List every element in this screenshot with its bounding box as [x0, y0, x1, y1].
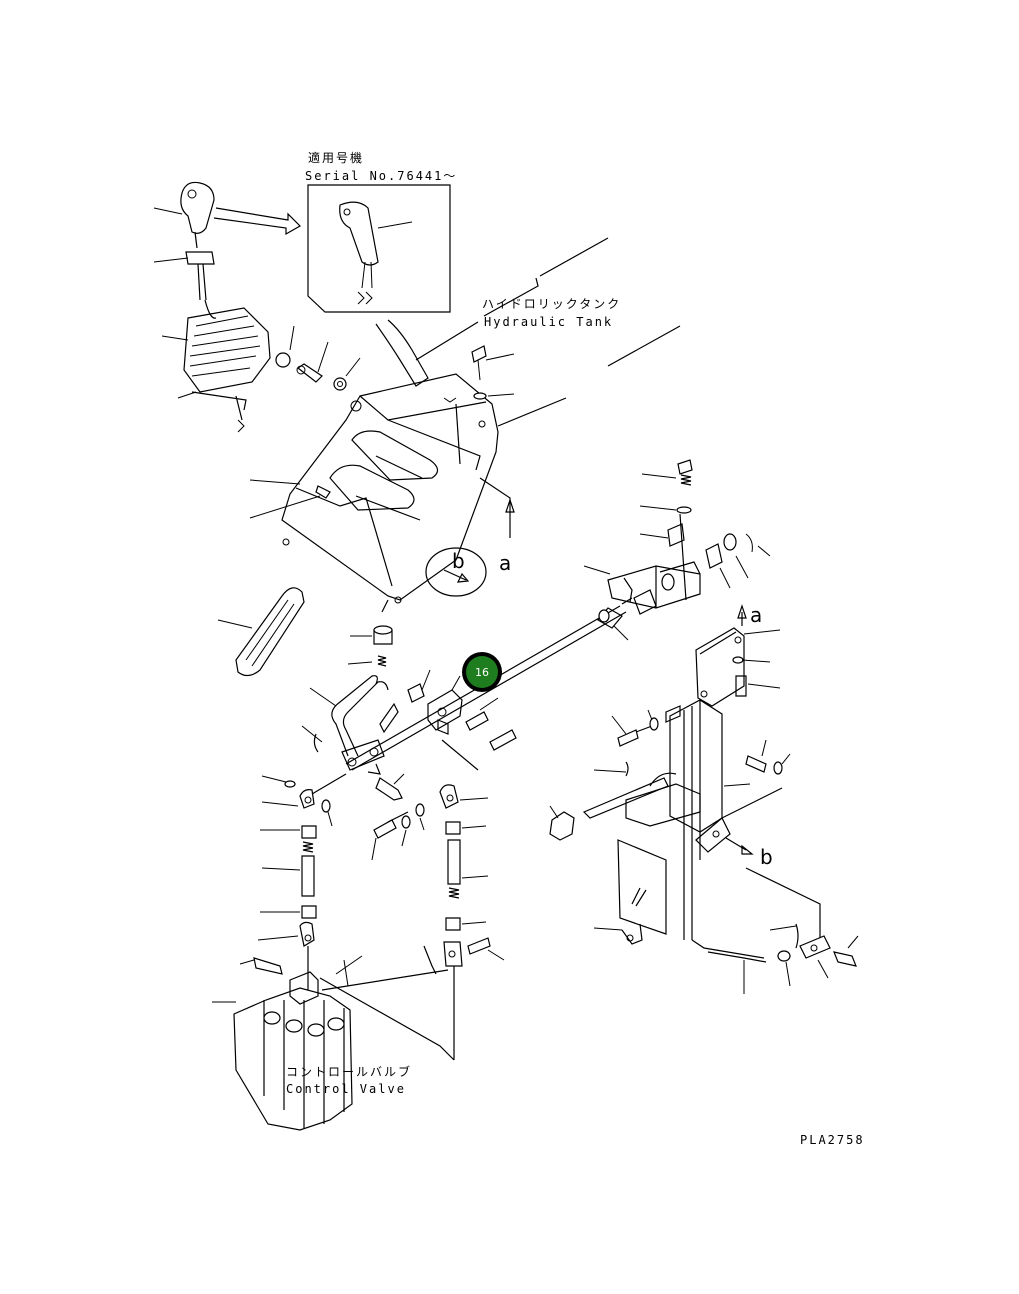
lever-boot: [161, 299, 271, 433]
view-a-marker-upper: a: [479, 477, 515, 575]
lever-shaft: [549, 761, 701, 945]
pivot-block: [583, 513, 701, 615]
view-a-label-upper: a: [499, 551, 511, 575]
view-b-label-lower: b: [760, 845, 773, 869]
inset-arrow: [213, 207, 301, 236]
boot-fasteners: [275, 325, 361, 391]
lever-pin: [375, 773, 405, 801]
center-bushings: [347, 599, 393, 667]
control-valve-label-en: Control Valve: [286, 1082, 406, 1096]
drawing-code: PLA2758: [800, 1133, 865, 1147]
upper-right-bolts: [639, 459, 771, 589]
serial-label-jp: 適用号機: [308, 150, 364, 165]
right-linkage: [423, 784, 505, 1060]
hydraulic-tank-label-jp: ハイドロリックタンク: [482, 297, 621, 311]
serial-inset: 適用号機 Serial No.76441～: [305, 150, 457, 313]
right-bracket: a: [695, 603, 781, 707]
rod-clevis: [407, 669, 463, 735]
left-linkage: [257, 773, 347, 990]
middle-bolts: [371, 803, 425, 861]
part-16-hotspot-number: 16: [475, 666, 489, 679]
joystick-lever: [153, 181, 215, 301]
bracket-bolts-right: [611, 705, 791, 775]
main-frame-plate: b: [669, 699, 783, 940]
clevis-pins: [441, 697, 517, 771]
control-valve: コントロールバルブ Control Valve: [212, 955, 455, 1131]
hydraulic-tank-label-en: Hydraulic Tank: [484, 315, 613, 329]
serial-label-en: Serial No.76441～: [305, 169, 457, 183]
view-b-callout: b: [425, 547, 487, 597]
lower-right-linkage: [691, 867, 859, 994]
bent-lever: [301, 675, 399, 775]
arm-rest: [217, 587, 305, 677]
hydraulic-tank-outline: ハイドロリックタンク Hydraulic Tank: [375, 237, 681, 427]
view-b-label-callout: b: [452, 549, 465, 573]
view-a-label-lower: a: [750, 603, 762, 627]
part-16-hotspot-fill: [466, 656, 498, 688]
part-16-hotspot[interactable]: 16: [462, 652, 502, 692]
tank-bolts: [443, 345, 515, 428]
control-valve-label-jp: コントロールバルブ: [286, 1064, 412, 1079]
